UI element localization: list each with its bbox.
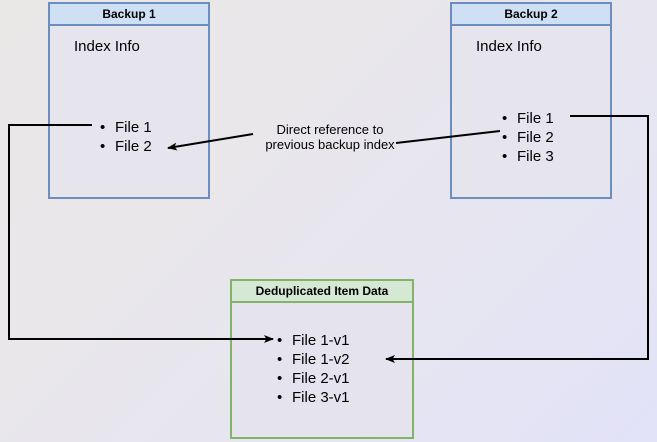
- node-backup-2[interactable]: Backup 2 Index Info File 1 File 2 File 3: [450, 2, 612, 199]
- dedup-file-list: File 1-v1 File 1-v2 File 2-v1 File 3-v1: [277, 331, 350, 407]
- list-item: File 3-v1: [277, 388, 350, 407]
- node-backup-2-body: Index Info File 1 File 2 File 3: [452, 26, 610, 197]
- backup-2-file-list: File 1 File 2 File 3: [502, 109, 554, 166]
- list-item: File 1: [502, 109, 554, 128]
- node-backup-1[interactable]: Backup 1 Index Info File 1 File 2: [48, 2, 210, 199]
- list-item: File 1-v1: [277, 331, 350, 350]
- edge-label-direct-reference: Direct reference to previous backup inde…: [250, 122, 410, 152]
- edge-label-line-2: previous backup index: [265, 137, 395, 152]
- backup-2-index-info-label: Index Info: [476, 38, 542, 55]
- list-item: File 2: [502, 128, 554, 147]
- edge-label-line-1: Direct reference to: [276, 122, 384, 137]
- node-deduplicated-item-data[interactable]: Deduplicated Item Data File 1-v1 File 1-…: [230, 279, 414, 439]
- list-item: File 2: [100, 137, 152, 156]
- list-item: File 3: [502, 147, 554, 166]
- list-item: File 2-v1: [277, 369, 350, 388]
- node-deduplicated-item-data-header: Deduplicated Item Data: [232, 281, 412, 303]
- list-item: File 1-v2: [277, 350, 350, 369]
- backup-1-file-list: File 1 File 2: [100, 118, 152, 156]
- node-deduplicated-item-data-body: File 1-v1 File 1-v2 File 2-v1 File 3-v1: [232, 303, 412, 437]
- node-backup-2-header: Backup 2: [452, 4, 610, 26]
- list-item: File 1: [100, 118, 152, 137]
- node-backup-1-body: Index Info File 1 File 2: [50, 26, 208, 197]
- backup-1-index-info-label: Index Info: [74, 38, 140, 55]
- node-backup-1-header: Backup 1: [50, 4, 208, 26]
